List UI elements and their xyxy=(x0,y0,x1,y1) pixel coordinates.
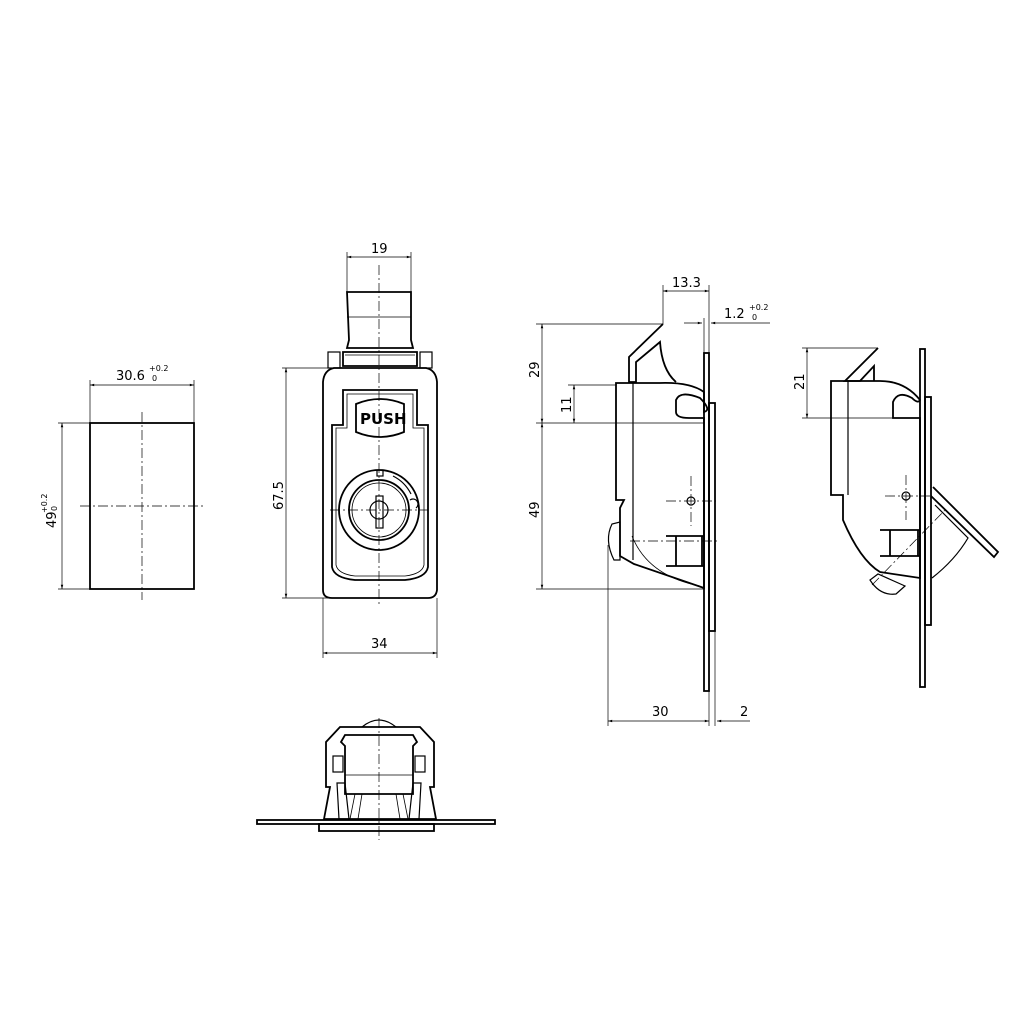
svg-text:0: 0 xyxy=(152,374,157,383)
handle-lever xyxy=(842,347,879,382)
dim-label-height-lower: 49 xyxy=(528,501,543,518)
plunger-top xyxy=(345,291,415,349)
latch-body xyxy=(830,380,922,580)
front-view: PUSH 19 67.5 34 xyxy=(272,242,438,658)
bracket xyxy=(666,535,704,567)
svg-text:+0.2: +0.2 xyxy=(749,303,768,312)
flange xyxy=(924,396,932,626)
flange xyxy=(708,402,716,632)
dim-label-cutout-height: 49 xyxy=(45,511,60,528)
dim-label-depth-top: 13.3 xyxy=(672,276,701,291)
svg-text:+0.2: +0.2 xyxy=(40,494,49,513)
bottom-view xyxy=(256,718,496,840)
svg-text:0: 0 xyxy=(752,313,757,322)
dim-label-flange: 2 xyxy=(740,705,748,720)
cutout-view: 30.6 +0.2 0 49 +0.2 0 xyxy=(40,364,204,600)
key-slot xyxy=(375,495,384,529)
bracket xyxy=(880,529,920,557)
dim-label-width: 34 xyxy=(371,637,388,652)
dim-label-panel-thickness: 1.2 xyxy=(724,307,745,322)
dim-label-depth-body: 30 xyxy=(652,705,669,720)
dim-label-height: 67.5 xyxy=(272,481,287,510)
inner-frame xyxy=(331,389,429,581)
push-button xyxy=(355,398,405,438)
dim-label-top-width: 19 xyxy=(371,242,388,257)
knob xyxy=(607,521,621,561)
opened-lever xyxy=(930,486,1000,559)
handle-lever xyxy=(628,323,677,383)
push-label: PUSH xyxy=(360,410,407,428)
dim-label-height-upper-open: 21 xyxy=(793,373,808,390)
side-view-open: 21 xyxy=(793,347,1000,688)
dim-label-hook-height: 11 xyxy=(560,396,575,413)
knob xyxy=(869,573,907,595)
dim-label-cutout-width: 30.6 xyxy=(116,369,145,384)
svg-text:0: 0 xyxy=(50,506,59,511)
housing-outline xyxy=(322,726,438,820)
latch-body xyxy=(615,382,709,590)
housing xyxy=(322,367,438,599)
svg-text:+0.2: +0.2 xyxy=(149,364,168,373)
dim-label-height-upper: 29 xyxy=(528,361,543,378)
side-view-closed: 13.3 1.2 +0.2 0 29 11 49 30 2 xyxy=(528,276,770,726)
flange xyxy=(318,823,435,832)
